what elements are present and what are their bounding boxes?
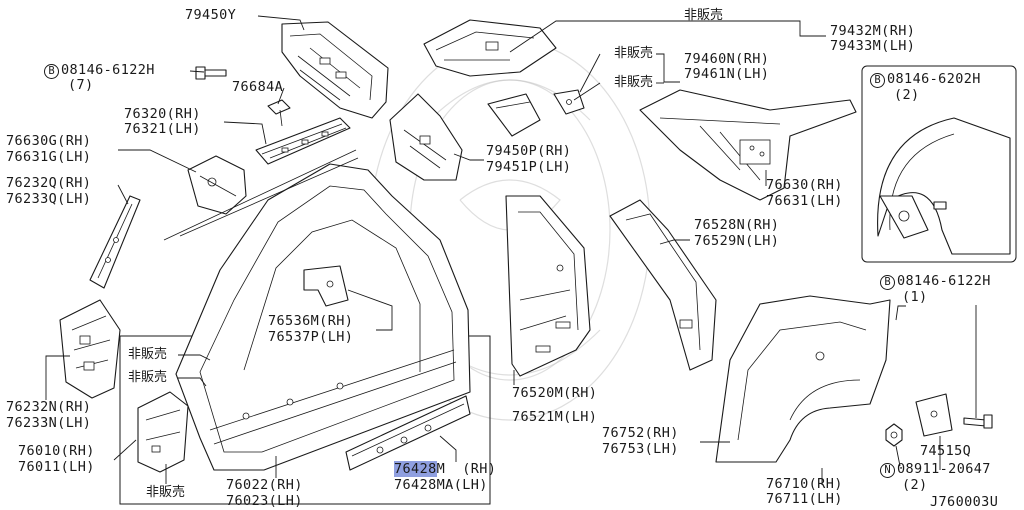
- not-for-sale-label-top: 非販売: [684, 8, 724, 23]
- callout-76630g: 76630G(RH): [6, 133, 92, 149]
- callout-76428m-suffix: M (RH): [436, 461, 497, 477]
- part-76536m: [303, 265, 349, 307]
- part-79450p: [389, 93, 463, 181]
- bolt-code-badge-right: B: [880, 275, 895, 290]
- callout-76010: 76010(RH): [18, 443, 95, 459]
- callout-76520m: 76520M(RH): [512, 385, 598, 401]
- diagram-code: J760003U: [930, 494, 999, 510]
- bolt-right-part: 08146-6122H: [897, 273, 991, 289]
- nut-08911-20647: [885, 423, 903, 447]
- callout-76684a: 76684A: [232, 79, 284, 95]
- callout-76232n: 76232N(RH): [6, 399, 92, 415]
- callout-76630: 76630(RH): [766, 177, 843, 193]
- bolt-code-badge-top: B: [44, 64, 59, 79]
- part-74515q: [915, 393, 953, 437]
- bolt-08146-6122h-top: [195, 66, 227, 80]
- callout-76536m: 76536M(RH): [268, 313, 354, 329]
- bolt-top-part: 08146-6122H: [61, 62, 155, 78]
- callout-76521m: 76521M(LH): [512, 409, 598, 425]
- part-76630: [639, 89, 857, 201]
- bolt-top-qty: (7): [68, 77, 94, 93]
- inset-frame-right: [861, 65, 1017, 263]
- callout-79461n: 79461N(LH): [684, 66, 770, 82]
- callout-76631: 76631(LH): [766, 193, 843, 209]
- part-79432m: [423, 19, 557, 77]
- bolt-08146-6122h-right: [963, 414, 993, 429]
- part-76320: [255, 117, 351, 165]
- callout-76022: 76022(RH): [226, 477, 303, 493]
- part-76710: [715, 295, 891, 463]
- callout-76631g: 76631G(LH): [6, 149, 92, 165]
- callout-76023: 76023(LH): [226, 493, 303, 509]
- callout-76428ma: 76428MA(LH): [394, 477, 488, 493]
- bolt-code-badge-inset: B: [870, 73, 885, 88]
- not-for-sale-label-mid2: 非販売: [614, 75, 654, 90]
- callout-79450p: 79450P(RH): [486, 143, 572, 159]
- not-for-sale-label-1: 非販売: [128, 347, 168, 362]
- callout-76233n: 76233N(LH): [6, 415, 92, 431]
- callout-76710: 76710(RH): [766, 476, 843, 492]
- nut-code-badge: N: [880, 463, 895, 478]
- part-79460n: [553, 89, 585, 115]
- callout-76233q: 76233Q(LH): [6, 191, 92, 207]
- part-76684a: [267, 99, 291, 127]
- part-76010: [137, 391, 189, 473]
- bolt-right-qty: (1): [902, 289, 928, 305]
- part-76428m: [345, 395, 471, 471]
- callout-76428m: 76428M (RH): [394, 461, 497, 477]
- callout-79451p: 79451P(LH): [486, 159, 572, 175]
- nut-part: 08911-20647: [897, 461, 991, 477]
- callout-76753: 76753(LH): [602, 441, 679, 457]
- callout-76711: 76711(LH): [766, 491, 843, 507]
- callout-76537p: 76537P(LH): [268, 329, 354, 345]
- bolt-inset-qty: (2): [894, 87, 920, 103]
- leader-lines: [45, 15, 977, 485]
- part-76630g: [187, 155, 247, 215]
- callout-79450y: 79450Y: [185, 7, 237, 23]
- part-76232q: [89, 195, 141, 289]
- callout-76011: 76011(LH): [18, 459, 95, 475]
- callout-76320: 76320(RH): [124, 106, 201, 122]
- part-76520m: [505, 195, 591, 377]
- part-curved-panel: [487, 93, 541, 137]
- part-76232n: [59, 299, 121, 399]
- nut-qty: (2): [902, 477, 928, 493]
- callout-74515q: 74515Q: [920, 443, 972, 459]
- callout-79460n: 79460N(RH): [684, 51, 770, 67]
- callout-79433m: 79433M(LH): [830, 38, 916, 54]
- part-inset-wheel-arch: [877, 117, 1011, 255]
- callout-76752: 76752(RH): [602, 425, 679, 441]
- not-for-sale-label-2: 非販売: [128, 370, 168, 385]
- highlighted-part-number: 76428: [394, 461, 437, 477]
- not-for-sale-label-mid: 非販売: [614, 46, 654, 61]
- callout-76232q: 76232Q(RH): [6, 175, 92, 191]
- bolt-inset-part: 08146-6202H: [887, 71, 981, 87]
- callout-76321: 76321(LH): [124, 121, 201, 137]
- callout-76528n: 76528N(RH): [694, 217, 780, 233]
- callout-76529n: 76529N(LH): [694, 233, 780, 249]
- callout-79432m: 79432M(RH): [830, 23, 916, 39]
- not-for-sale-label-3: 非販売: [146, 485, 186, 500]
- part-body-side-outer: [163, 149, 471, 471]
- part-76528n: [609, 199, 717, 371]
- part-79450y: [281, 21, 389, 119]
